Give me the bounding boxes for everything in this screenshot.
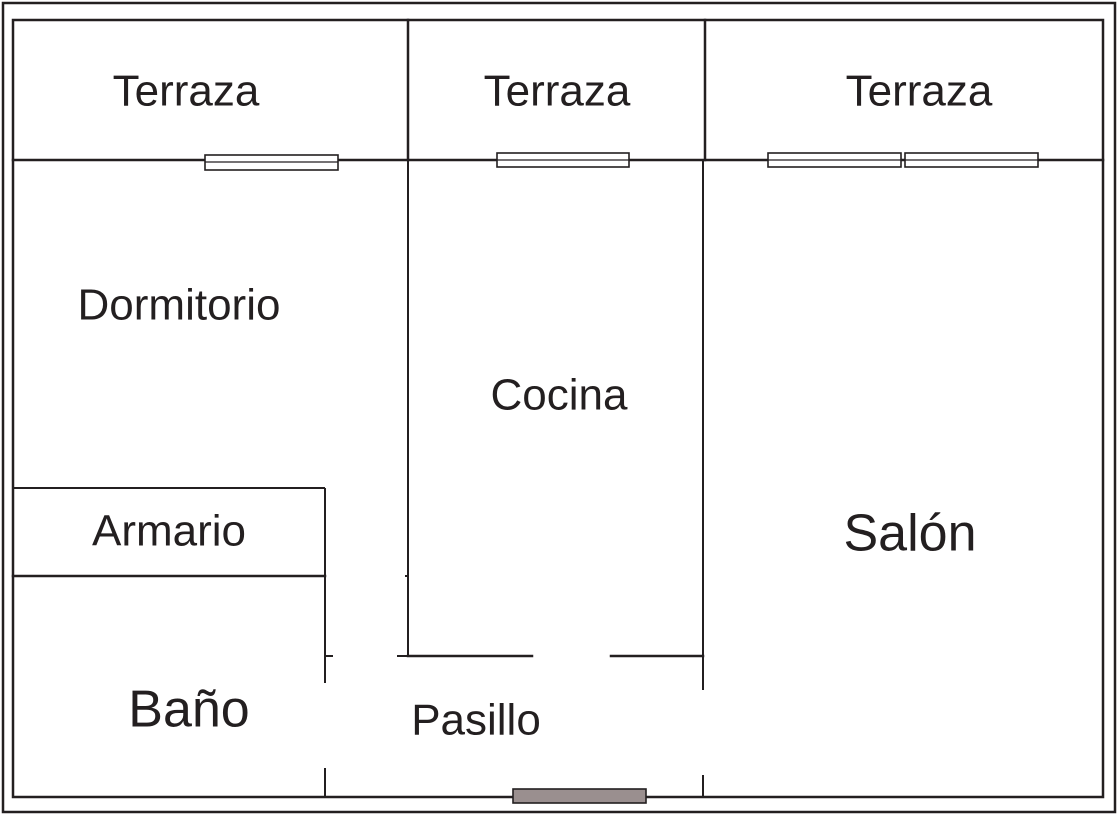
room-label-salon: Salón [844,505,977,563]
room-label-terraza-2: Terraza [484,67,631,116]
room-label-pasillo: Pasillo [411,696,541,745]
window-salon-left [767,152,902,168]
room-label-dormitorio: Dormitorio [78,281,281,330]
room-label-terraza-3: Terraza [846,67,993,116]
window-cocina [496,152,630,168]
room-label-cocina: Cocina [491,371,628,420]
window-salon-right [904,152,1039,168]
room-label-terraza-1: Terraza [113,67,260,116]
window-dormitorio [204,154,339,171]
entry-door [512,788,647,804]
room-label-bano: Baño [128,681,249,739]
room-label-armario: Armario [92,507,246,556]
